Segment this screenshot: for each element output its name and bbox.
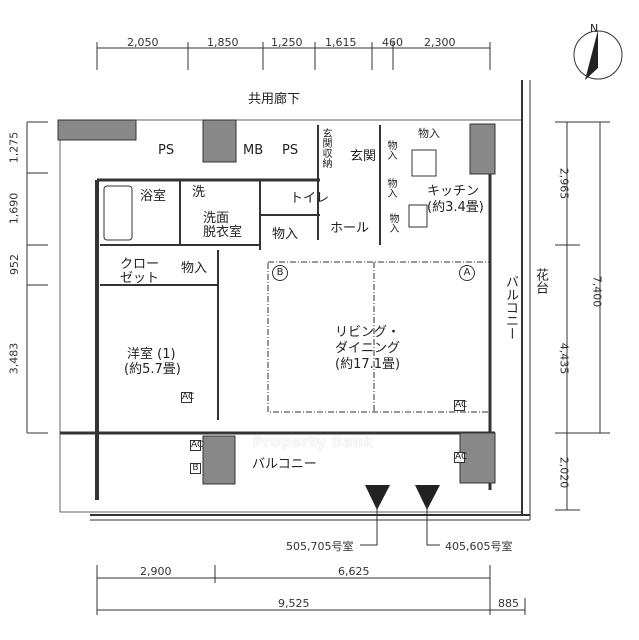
dim-left-4: 3,483 [7, 342, 21, 375]
storage-label: 物入 [385, 178, 396, 198]
ac-outdoor-b: B [190, 463, 201, 474]
dim-bottom-4: 885 [498, 597, 519, 610]
washroom-label-2: 脱衣室 [203, 225, 243, 240]
side-balcony-label: バルコニー [503, 275, 518, 340]
western-room-label: 洋室 (1) [127, 347, 176, 362]
dim-right-3: 2,020 [557, 456, 571, 489]
ac-unit: AC [454, 400, 468, 411]
corridor-label: 共用廊下 [248, 92, 301, 107]
washer-label: 洗 [192, 185, 206, 200]
dim-left-3: 952 [8, 254, 21, 275]
western-room-size: (約5.7畳) [124, 362, 181, 377]
balcony-label: バルコニー [252, 457, 317, 472]
storage-label: 物入 [181, 261, 208, 276]
marker-b: B [272, 265, 288, 281]
compass-north-label: N [590, 22, 599, 35]
flower-bed-label: 花台 [533, 268, 548, 294]
toilet-label: トイレ [290, 191, 330, 206]
dim-bottom-3: 9,525 [278, 597, 310, 610]
ac-outdoor-unit: AC [454, 452, 468, 463]
dim-top-1: 2,050 [127, 36, 159, 49]
ac-unit: AC [181, 392, 195, 403]
living-label: リビング・ [335, 325, 401, 340]
mb-label: MB [243, 143, 264, 158]
storage-label: 物入 [385, 140, 396, 160]
adjacent-room-left: 505,705号室 [286, 540, 354, 553]
dim-top-4: 1,615 [325, 36, 357, 49]
genkan-storage-label: 玄関収納 [320, 128, 331, 168]
dim-top-6: 2,300 [424, 36, 456, 49]
dim-left-1: 1,275 [7, 131, 21, 164]
washroom-label: 洗面 [203, 211, 230, 226]
dim-bottom-2: 6,625 [338, 565, 370, 578]
watermark: Property Bank [252, 433, 374, 451]
storage-label: 物入 [272, 227, 299, 242]
ac-outdoor-unit: AC [190, 440, 204, 451]
closet-label-2: ゼット [120, 271, 160, 286]
dim-top-2: 1,850 [207, 36, 239, 49]
bath-label: 浴室 [140, 189, 167, 204]
dim-right-1: 2,965 [557, 167, 571, 200]
dining-label: ダイニング [335, 341, 401, 356]
adjacent-room-right: 405,605号室 [445, 540, 513, 553]
dim-right-outer: 7,400 [590, 275, 604, 308]
closet-label: クロー [120, 257, 160, 272]
ps-label-2: PS [282, 143, 299, 158]
kitchen-size: (約3.4畳) [427, 200, 484, 215]
dim-right-2: 4,435 [557, 342, 571, 375]
marker-a: A [459, 265, 475, 281]
storage-label: 物入 [418, 127, 440, 140]
ps-label: PS [158, 143, 175, 158]
kitchen-label: キッチン [427, 184, 480, 199]
hall-label: ホール [330, 221, 370, 236]
living-size: (約17.1畳) [335, 357, 401, 372]
dim-left-2: 1,690 [7, 192, 21, 225]
dim-bottom-1: 2,900 [140, 565, 172, 578]
storage-label: 物入 [387, 213, 398, 233]
dim-top-3: 1,250 [271, 36, 303, 49]
genkan-label: 玄関 [350, 149, 377, 164]
dim-top-5: 460 [382, 36, 403, 49]
